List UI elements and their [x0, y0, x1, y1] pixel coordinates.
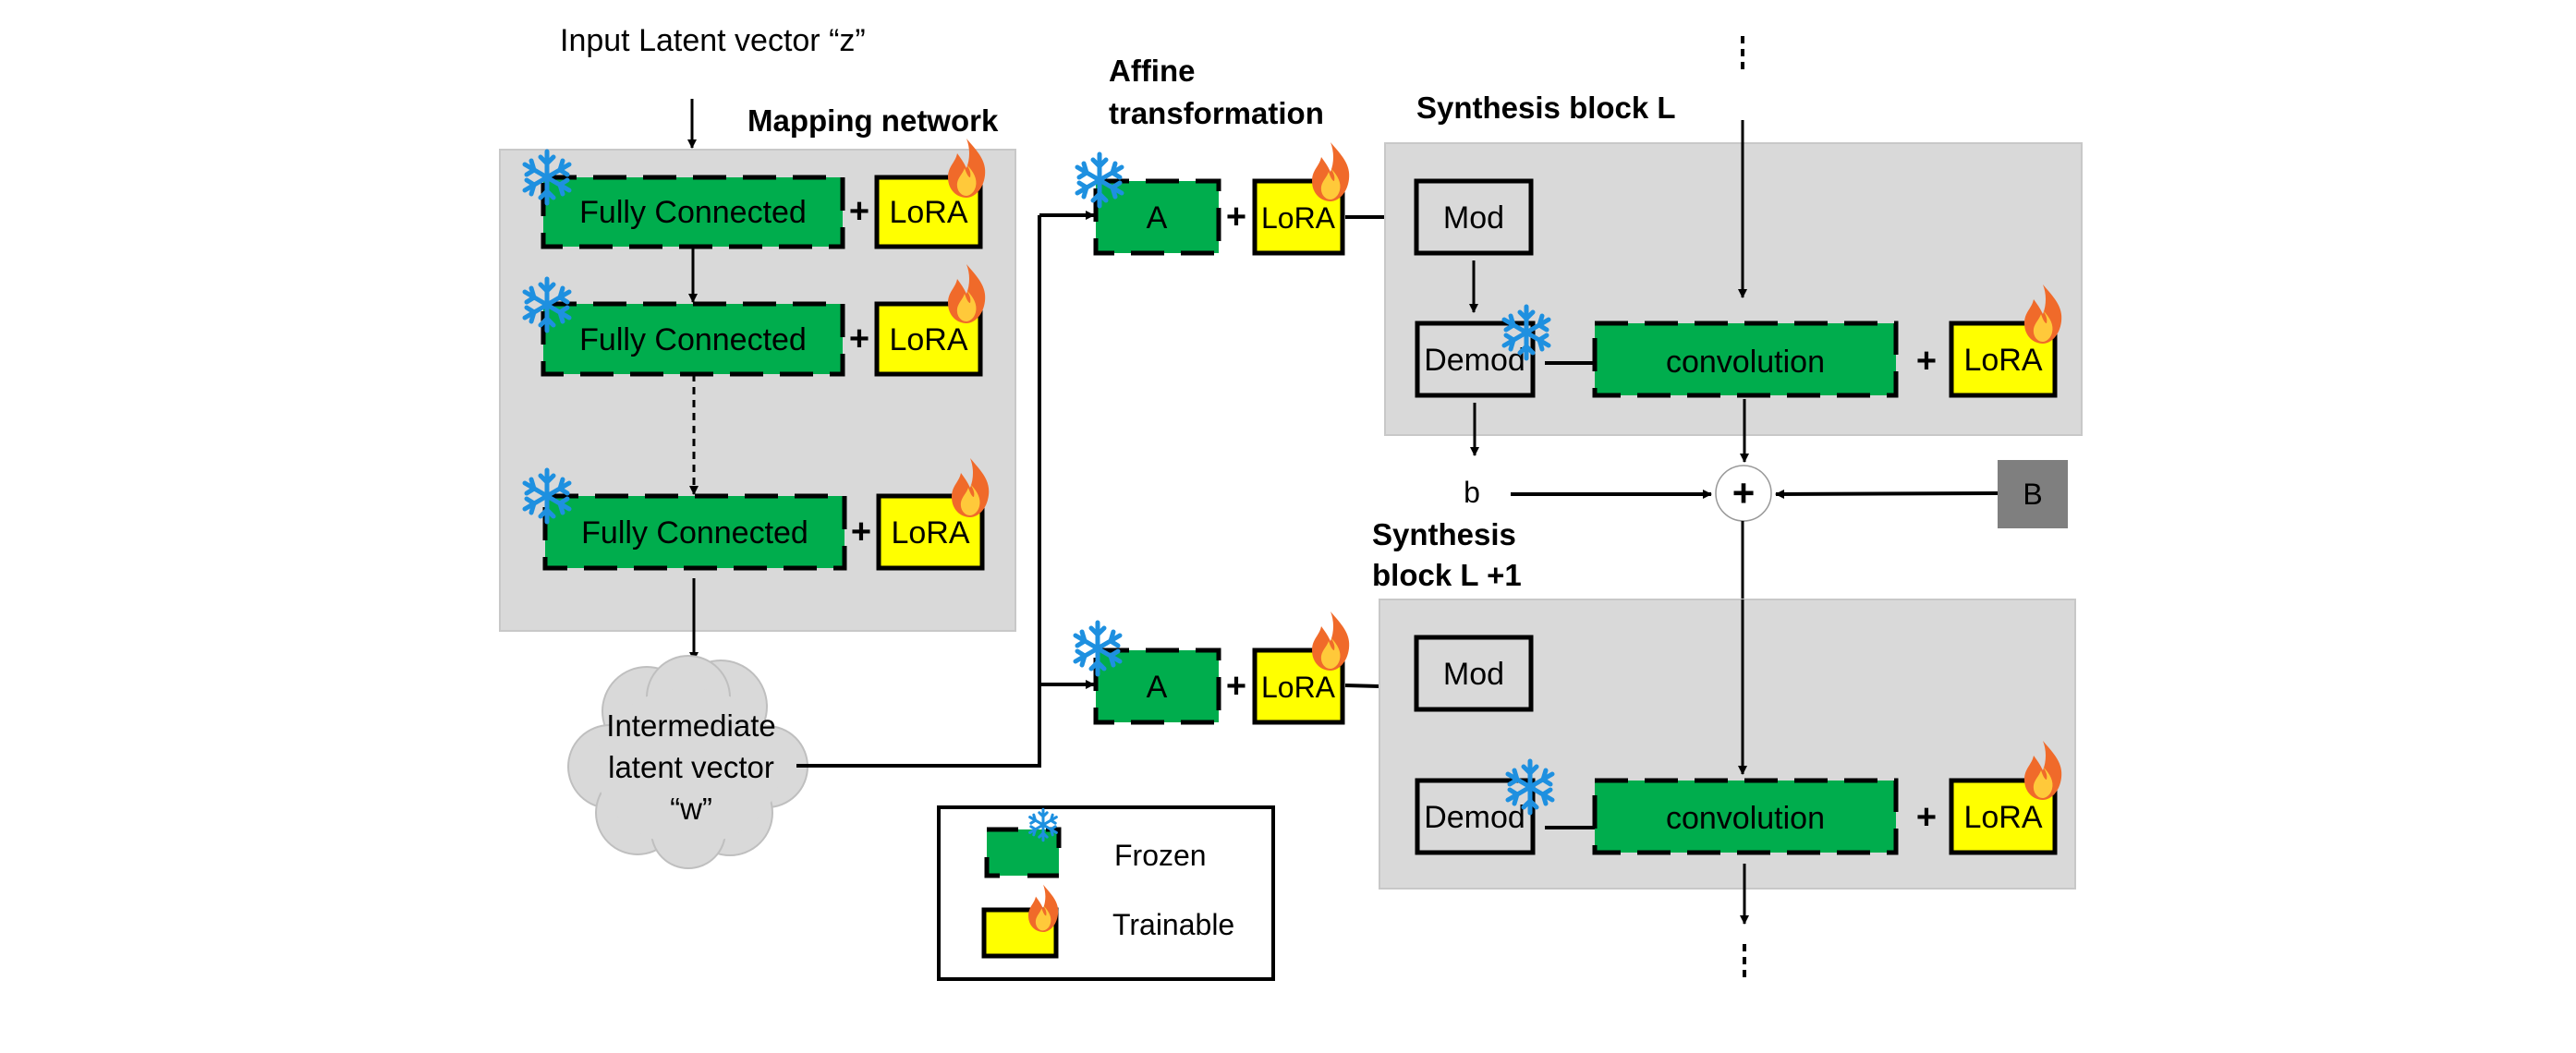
mapping-layer-3: Fully Connected + LoRA [525, 458, 990, 571]
affine-block-2: A + LoRA [1075, 611, 1350, 725]
convolution-block [1592, 778, 1899, 855]
demod-block [1415, 321, 1536, 398]
fire-icon [948, 139, 986, 198]
B-label: B [2023, 478, 2042, 511]
fc-block-label: Fully Connected [579, 322, 807, 357]
legend-frozen-label: Frozen [1114, 839, 1207, 872]
mapping-layer-1: Fully Connected + LoRA [525, 139, 986, 249]
B-to-plus-arrow [1775, 489, 1999, 499]
plus-sign: + [1226, 198, 1246, 236]
synthesis-block-l1-title-line-1: Synthesis [1372, 517, 1516, 551]
mod-block [1414, 635, 1534, 712]
convolution-block [1592, 321, 1899, 398]
w-to-affine-line [796, 215, 1041, 768]
fc-block [542, 493, 847, 571]
legend-trainable-swatch [981, 907, 1059, 959]
affine-a-label: A [1147, 670, 1168, 705]
mod-block [1414, 178, 1534, 256]
cloud-line-2: latent vector [608, 750, 774, 784]
mapping-network-title: Mapping network [747, 103, 999, 138]
convolution-label: convolution [1666, 801, 1825, 836]
affine-a-block [1093, 648, 1221, 725]
fire-icon [1312, 142, 1350, 201]
plus-sign: + [851, 513, 871, 551]
lora-block-label: LoRA [1963, 343, 2042, 378]
lora-block-label: LoRA [1261, 671, 1336, 704]
plus-sign: + [849, 320, 869, 358]
lora-block-label: LoRA [889, 322, 967, 357]
plus-sign: + [1226, 667, 1246, 706]
demod-label: Demod [1424, 343, 1525, 378]
cloud-line-3: “w” [670, 792, 712, 826]
B-box [1998, 460, 2068, 528]
convolution-label: convolution [1666, 345, 1825, 380]
b-label: b [1464, 476, 1480, 509]
lora-block-label: LoRA [889, 195, 967, 230]
lora-block-label: LoRA [1261, 201, 1336, 235]
intermediate-latent-cloud: Intermediate latent vector “w” [567, 655, 808, 869]
synthesis-block-l1-title-line-2: block L +1 [1372, 558, 1522, 592]
fc-block-label: Fully Connected [581, 515, 808, 551]
demod-label: Demod [1424, 800, 1525, 835]
lora-block-label: LoRA [891, 515, 969, 551]
mod-label: Mod [1443, 200, 1504, 236]
input-latent-label: Input Latent vector “z” [560, 23, 866, 58]
cloud-line-1: Intermediate [606, 708, 775, 743]
affine-a-label: A [1147, 200, 1168, 236]
affine-title-line-1: Affine [1109, 54, 1196, 88]
fc-block-label: Fully Connected [579, 195, 807, 230]
legend-trainable-label: Trainable [1112, 908, 1234, 941]
affine-block-1: A + LoRA [1077, 142, 1350, 256]
lora-block-label: LoRA [1963, 800, 2042, 835]
synthesis-block-l-title: Synthesis block L [1416, 91, 1676, 125]
legend: Frozen Trainable [937, 805, 1275, 981]
affine-title-line-2: transformation [1109, 96, 1324, 130]
plus-sign: + [1916, 342, 1937, 381]
plus-sign: + [1916, 798, 1937, 837]
fire-icon [1312, 611, 1350, 671]
fc-block [541, 175, 845, 249]
mod-label: Mod [1443, 657, 1504, 692]
plus-sign: + [849, 192, 869, 231]
add-node-plus: + [1732, 471, 1756, 514]
